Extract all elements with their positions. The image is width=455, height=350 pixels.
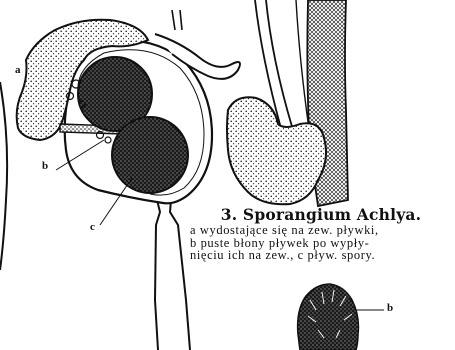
caption-line-3: nięciu ich na zew., c pływ. spory.	[190, 249, 452, 262]
caption-body: a wydostające się na zew. pływki, b pust…	[190, 224, 452, 262]
spore-cluster-lower	[112, 117, 188, 193]
label-b: b	[42, 160, 48, 172]
hypha-stalk	[155, 200, 160, 350]
spiny-sporangium	[298, 284, 359, 350]
label-a: a	[15, 64, 21, 76]
figure-caption: 3. Sporangium Achlya. a wydostające się …	[190, 206, 452, 262]
hypha-stalk-right	[170, 200, 190, 350]
label-c: c	[90, 221, 95, 233]
caption-title: 3. Sporangium Achlya.	[190, 206, 452, 224]
left-edge-fragment	[0, 82, 7, 270]
caption-line-1: a wydostające się na zew. pływki,	[190, 224, 452, 237]
label-b-lower: b	[387, 302, 393, 314]
